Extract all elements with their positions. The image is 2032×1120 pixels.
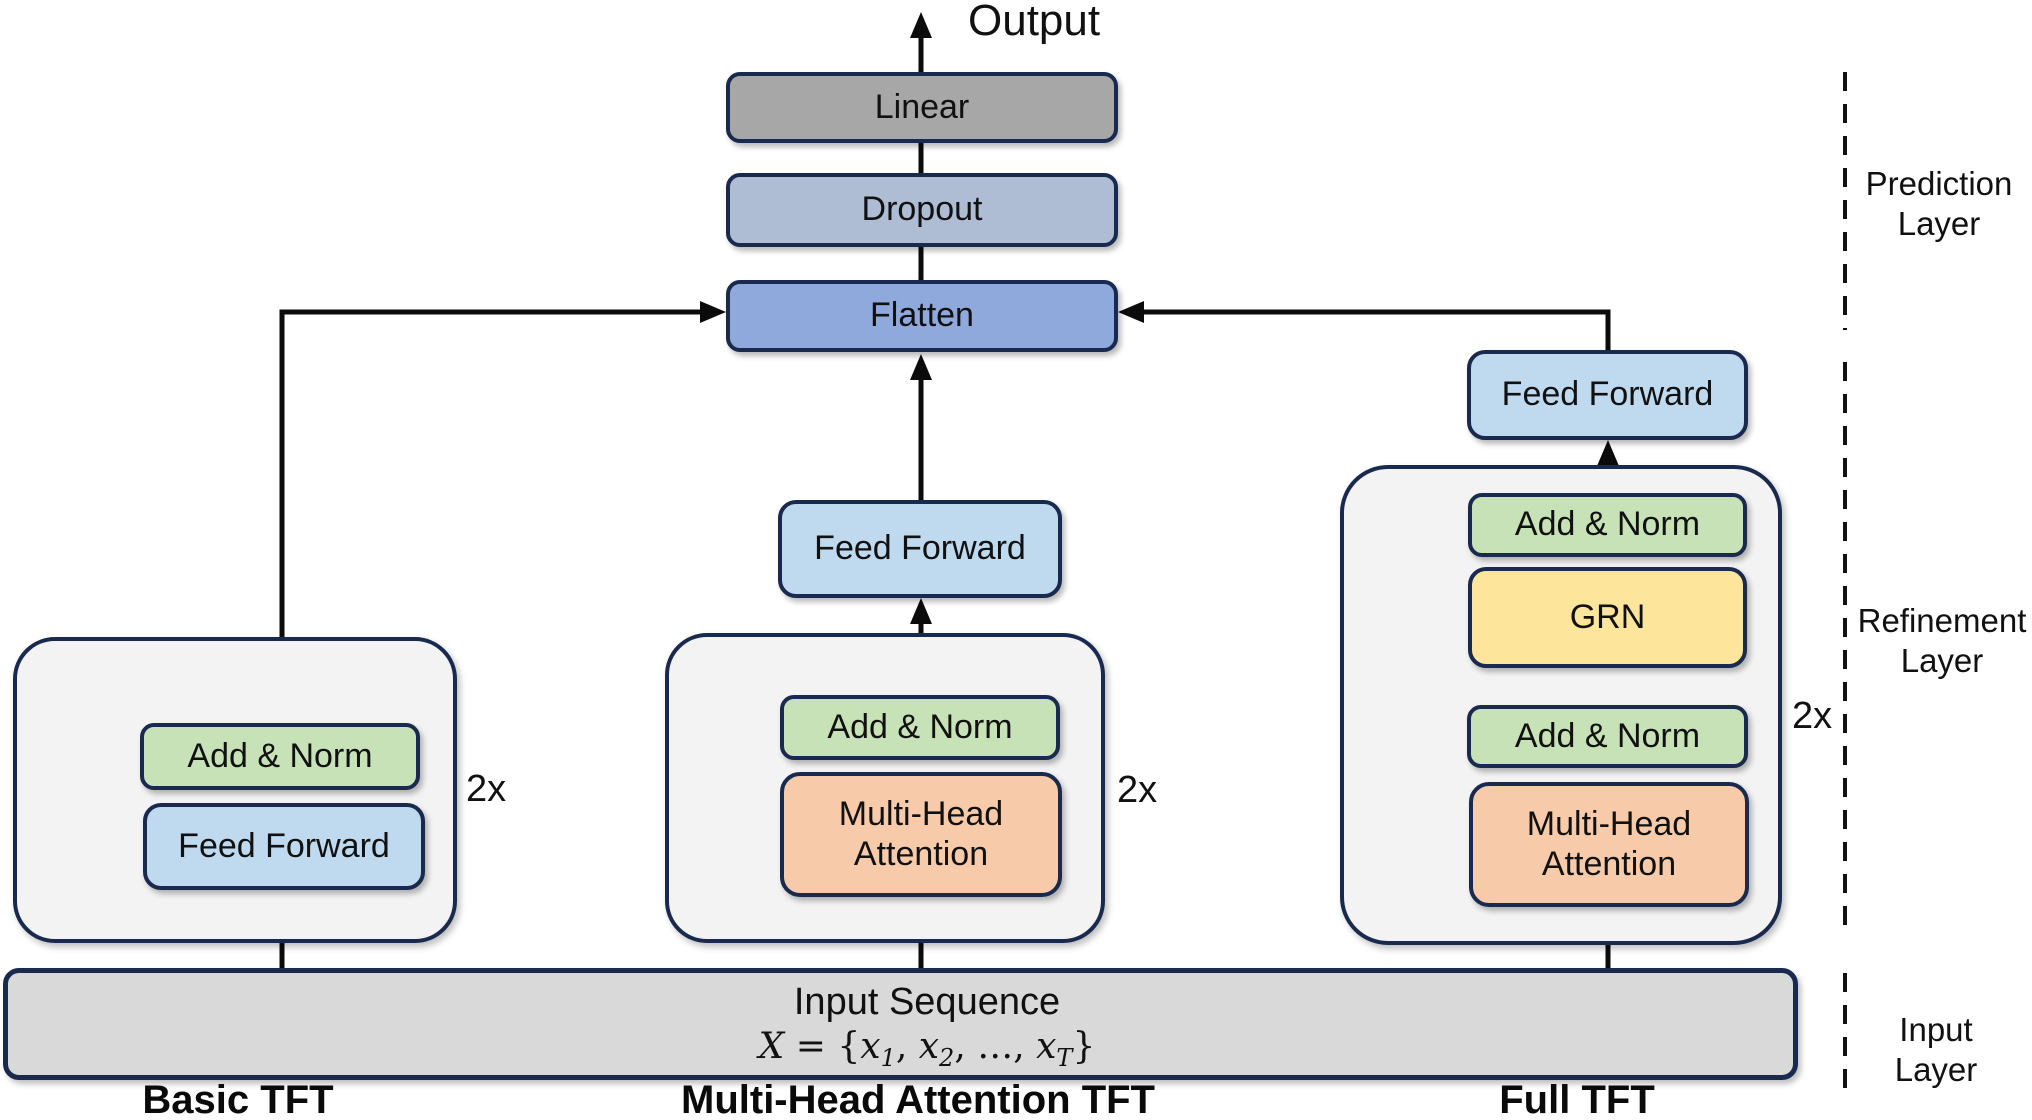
input-layer-line2: Layer [1894, 1051, 1978, 1088]
basic-feed-forward-label: Feed Forward [178, 826, 390, 865]
input-layer-line1: Input [1899, 1011, 1973, 1048]
mha-feed-forward-label: Feed Forward [814, 529, 1026, 568]
arrowhead-mid-ff [910, 598, 932, 624]
full-grn-label: GRN [1569, 597, 1646, 636]
full-attention-label: Multi-Head Attention [1526, 805, 1692, 883]
input-bar-text: Input Sequence X = {x1, x2, …, xT} [727, 981, 1127, 1072]
basic-tft-container [13, 637, 457, 943]
mha-feed-forward-node: Feed Forward [778, 500, 1062, 598]
mha-attention-node: Multi-Head Attention [780, 772, 1062, 897]
basic-feed-forward-node: Feed Forward [143, 803, 425, 890]
full-add-norm-bottom-label: Add & Norm [1514, 716, 1701, 755]
input-layer-label: Input Layer [1856, 1010, 2016, 1090]
flatten-label: Flatten [870, 296, 974, 335]
full-add-norm-bottom-node: Add & Norm [1467, 705, 1748, 768]
full-feed-forward-label: Feed Forward [1501, 375, 1714, 414]
prediction-layer-line1: Prediction [1865, 165, 2013, 202]
full-grn-node: GRN [1468, 567, 1747, 668]
arrowhead-into-flatten-left [700, 301, 726, 323]
mha-add-norm-label: Add & Norm [827, 707, 1013, 746]
output-label: Output [968, 0, 1101, 45]
refinement-layer-line2: Layer [1900, 642, 1984, 679]
arrowhead-into-flatten-bottom [910, 354, 932, 380]
linear-label: Linear [874, 87, 970, 126]
refinement-layer-line1: Refinement [1857, 602, 2027, 639]
arrowhead-into-flatten-right [1118, 301, 1144, 323]
dropout-node: Dropout [726, 173, 1118, 247]
full-feed-forward-node: Feed Forward [1467, 350, 1748, 440]
arrowhead-output [910, 12, 932, 38]
prediction-layer-line2: Layer [1897, 205, 1981, 242]
basic-add-norm-label: Add & Norm [187, 736, 373, 775]
basic-repeat-label: 2x [466, 768, 507, 810]
full-tft-title: Full TFT [1499, 1078, 1655, 1120]
wire-full-to-flatten [1140, 309, 1611, 350]
mha-repeat-label: 2x [1117, 769, 1158, 811]
mha-tft-title: Multi-Head Attention TFT [681, 1078, 1155, 1120]
wire-basic-to-flatten [279, 309, 704, 723]
mha-attention-label: Multi-Head Attention [838, 795, 1004, 873]
arrowhead-full-ff [1597, 440, 1619, 466]
linear-node: Linear [726, 72, 1118, 143]
full-add-norm-top-label: Add & Norm [1514, 505, 1701, 544]
refinement-layer-label: Refinement Layer [1852, 601, 2032, 681]
input-sequence-title: Input Sequence [793, 981, 1061, 1023]
input-sequence-formula: X = {x1, x2, …, xT} [758, 1026, 1096, 1073]
full-attention-node: Multi-Head Attention [1469, 782, 1749, 907]
full-repeat-label: 2x [1792, 695, 1833, 737]
prediction-layer-label: Prediction Layer [1846, 164, 2032, 244]
basic-tft-title: Basic TFT [142, 1078, 334, 1120]
basic-add-norm-node: Add & Norm [140, 723, 420, 790]
mha-add-norm-node: Add & Norm [780, 695, 1060, 760]
dropout-label: Dropout [861, 190, 983, 229]
input-sequence-bar: Input Sequence X = {x1, x2, …, xT} [3, 968, 1798, 1080]
full-add-norm-top-node: Add & Norm [1468, 493, 1747, 557]
flatten-node: Flatten [726, 280, 1118, 352]
